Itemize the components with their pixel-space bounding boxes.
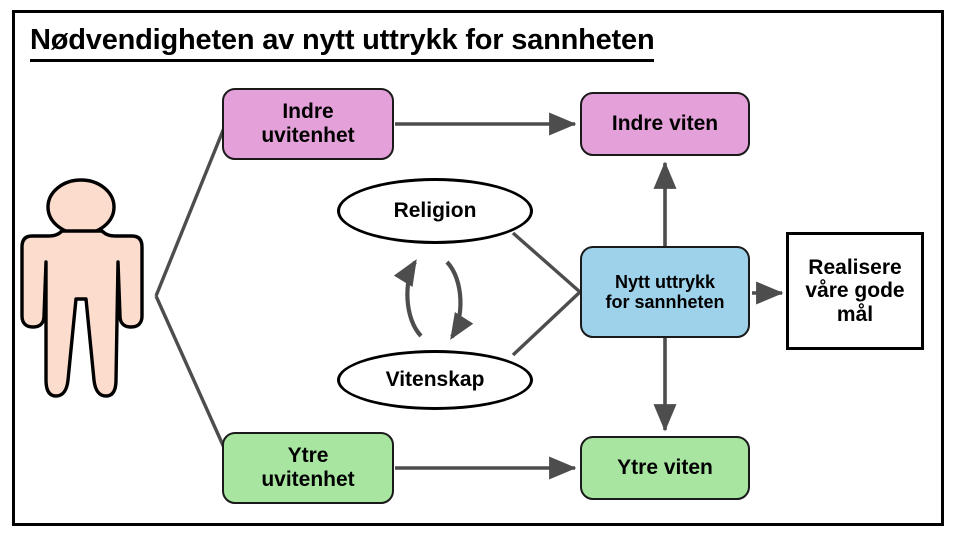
node-indre-uvitenhet[interactable]: Indre uvitenhet <box>222 88 394 160</box>
node-ytre-uvitenhet-line2: uvitenhet <box>261 468 355 491</box>
node-realisere-line1: Realisere <box>808 255 902 279</box>
node-realisere-vare-gode-mal[interactable]: Realisere våre gode mål <box>786 232 924 350</box>
node-realisere-line3: mål <box>836 302 874 326</box>
node-realisere-line2: våre gode <box>805 279 905 303</box>
slide-frame-border <box>12 10 944 526</box>
node-indre-viten-label: Indre viten <box>611 112 719 136</box>
node-indre-viten[interactable]: Indre viten <box>580 92 750 156</box>
node-religion[interactable]: Religion <box>337 178 533 244</box>
node-ytre-uvitenhet[interactable]: Ytre uvitenhet <box>222 432 394 504</box>
node-ytre-viten-label: Ytre viten <box>617 456 713 480</box>
person-silhouette-icon <box>20 178 144 398</box>
node-ytre-viten[interactable]: Ytre viten <box>580 436 750 500</box>
node-vitenskap[interactable]: Vitenskap <box>337 350 533 410</box>
node-religion-label: Religion <box>393 199 477 223</box>
node-indre-uvitenhet-line1: Indre <box>282 100 334 124</box>
node-ytre-uvitenhet-line1: Ytre <box>287 444 329 468</box>
node-indre-uvitenhet-line2: uvitenhet <box>261 124 355 147</box>
node-vitenskap-label: Vitenskap <box>385 368 485 392</box>
node-nytt-uttrykk-line2: for sannheten <box>605 292 725 312</box>
page-title: Nødvendigheten av nytt uttrykk for sannh… <box>30 24 655 62</box>
node-nytt-uttrykk-for-sannheten[interactable]: Nytt uttrykk for sannheten <box>580 246 750 338</box>
node-nytt-uttrykk-line1: Nytt uttrykk <box>614 271 715 292</box>
